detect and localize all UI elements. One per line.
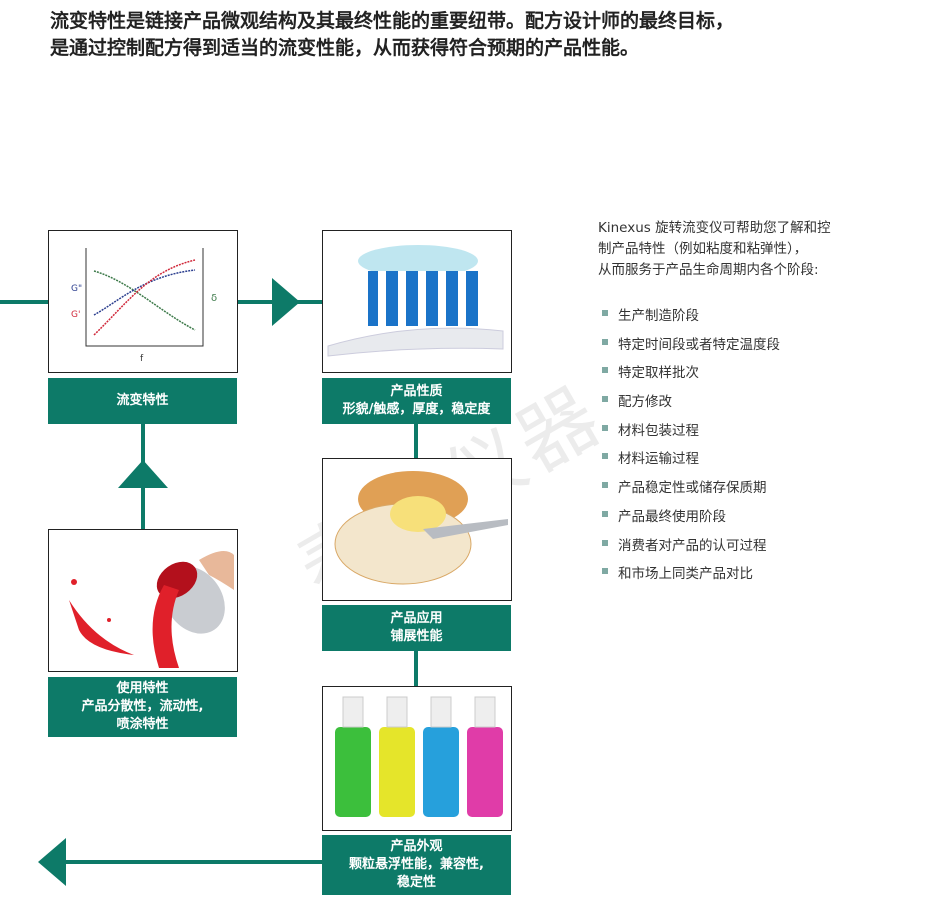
connector	[414, 651, 418, 686]
bullet-icon	[602, 510, 608, 517]
intro-line: Kinexus 旋转流变仪可帮助您了解和控	[598, 220, 831, 236]
label-line: 颗粒悬浮性能，兼容性,	[349, 857, 484, 872]
title-line: 是通过控制配方得到适当的流变性能，从而获得符合预期的产品性能。	[50, 37, 640, 59]
item-text: 生产制造阶段	[618, 308, 699, 324]
bullet-icon	[602, 424, 608, 431]
bullet-icon	[602, 568, 608, 575]
arrow-left-icon	[38, 838, 66, 886]
toothbrush-image	[322, 230, 512, 373]
label-line: 产品应用	[390, 611, 443, 626]
label-line: 产品性质	[390, 384, 443, 399]
item-text: 消费者对产品的认可过程	[618, 537, 767, 554]
g2-curve	[93, 269, 196, 316]
label-line: 流变特性	[116, 393, 169, 408]
list-item: 特定时间段或者特定温度段	[602, 333, 780, 362]
connector	[414, 424, 418, 458]
rheology-chart: G" G' δ f	[71, 248, 217, 364]
list-item: 和市场上同类产品对比	[602, 562, 780, 591]
g2-label: G"	[71, 284, 82, 294]
delta-label: δ	[211, 293, 217, 304]
lifecycle-list: 生产制造阶段 特定时间段或者特定温度段 特定取样批次 配方修改 材料包装过程 材…	[602, 304, 780, 591]
item-text: 和市场上同类产品对比	[618, 566, 753, 583]
bullet-icon	[602, 396, 608, 403]
item-text: 产品最终使用阶段	[618, 508, 726, 525]
label-line: 产品外观	[390, 839, 443, 854]
item-text: 特定取样批次	[618, 365, 699, 382]
label-usage: 使用特性产品分散性，流动性, 喷涂特性	[48, 677, 237, 737]
paint-pouring-image	[48, 529, 238, 672]
label-line: 喷涂特性	[116, 717, 169, 732]
bullet-icon	[602, 453, 608, 460]
bullet-icon	[602, 338, 608, 345]
list-item: 材料运输过程	[602, 447, 780, 476]
rheology-chart-panel: G" G' δ f	[48, 230, 238, 373]
label-line: 形貌/触感，厚度，稳定度	[342, 402, 491, 417]
page-title: 流变特性是链接产品微观结构及其最终性能的重要纽带。配方设计师的最终目标， 是通过…	[50, 8, 734, 62]
g1-curve	[93, 259, 196, 336]
delta-curve	[93, 270, 196, 331]
intro-line: 制产品特性（例如粘度和粘弹性），	[598, 241, 808, 257]
bristles	[368, 271, 478, 326]
label-rheology: 流变特性	[48, 378, 237, 424]
label-application: 产品应用铺展性能	[322, 605, 511, 651]
label-line: 稳定性	[396, 875, 436, 890]
list-item: 配方修改	[602, 390, 780, 419]
label-line: 使用特性	[116, 681, 169, 696]
connector	[0, 300, 48, 304]
item-text: 材料运输过程	[618, 451, 699, 468]
list-item: 特定取样批次	[602, 361, 780, 390]
label-line: 产品分散性，流动性,	[81, 699, 204, 714]
list-item: 产品最终使用阶段	[602, 505, 780, 534]
connector	[60, 860, 322, 864]
bullet-icon	[602, 367, 608, 374]
bullet-icon	[602, 310, 608, 316]
g1-label: G'	[71, 310, 80, 320]
label-properties: 产品性质形貌/触感，厚度，稳定度	[322, 378, 511, 424]
title-line: 流变特性是链接产品微观结构及其最终性能的重要纽带。配方设计师的最终目标，	[50, 10, 735, 32]
list-item: 产品稳定性或储存保质期	[602, 476, 780, 505]
list-item: 生产制造阶段	[602, 304, 780, 333]
f-label: f	[140, 354, 144, 364]
intro-line: 从而服务于产品生命周期内各个阶段:	[598, 262, 819, 278]
list-item: 消费者对产品的认可过程	[602, 534, 780, 563]
bullet-icon	[602, 482, 608, 489]
label-line: 铺展性能	[390, 629, 443, 644]
bottles-image	[322, 686, 512, 831]
item-text: 产品稳定性或储存保质期	[618, 480, 767, 497]
arrow-right-icon	[272, 278, 300, 326]
bread-butter-image	[322, 458, 512, 601]
label-appearance: 产品外观颗粒悬浮性能，兼容性, 稳定性	[322, 835, 511, 895]
item-text: 配方修改	[618, 394, 672, 411]
list-item: 材料包装过程	[602, 419, 780, 448]
item-text: 材料包装过程	[618, 422, 699, 439]
bullet-icon	[602, 539, 608, 546]
intro-text: Kinexus 旋转流变仪可帮助您了解和控 制产品特性（例如粘度和粘弹性）， 从…	[598, 218, 831, 281]
arrow-up-icon	[118, 460, 168, 488]
item-text: 特定时间段或者特定温度段	[618, 336, 780, 353]
chart-axes	[85, 248, 204, 347]
